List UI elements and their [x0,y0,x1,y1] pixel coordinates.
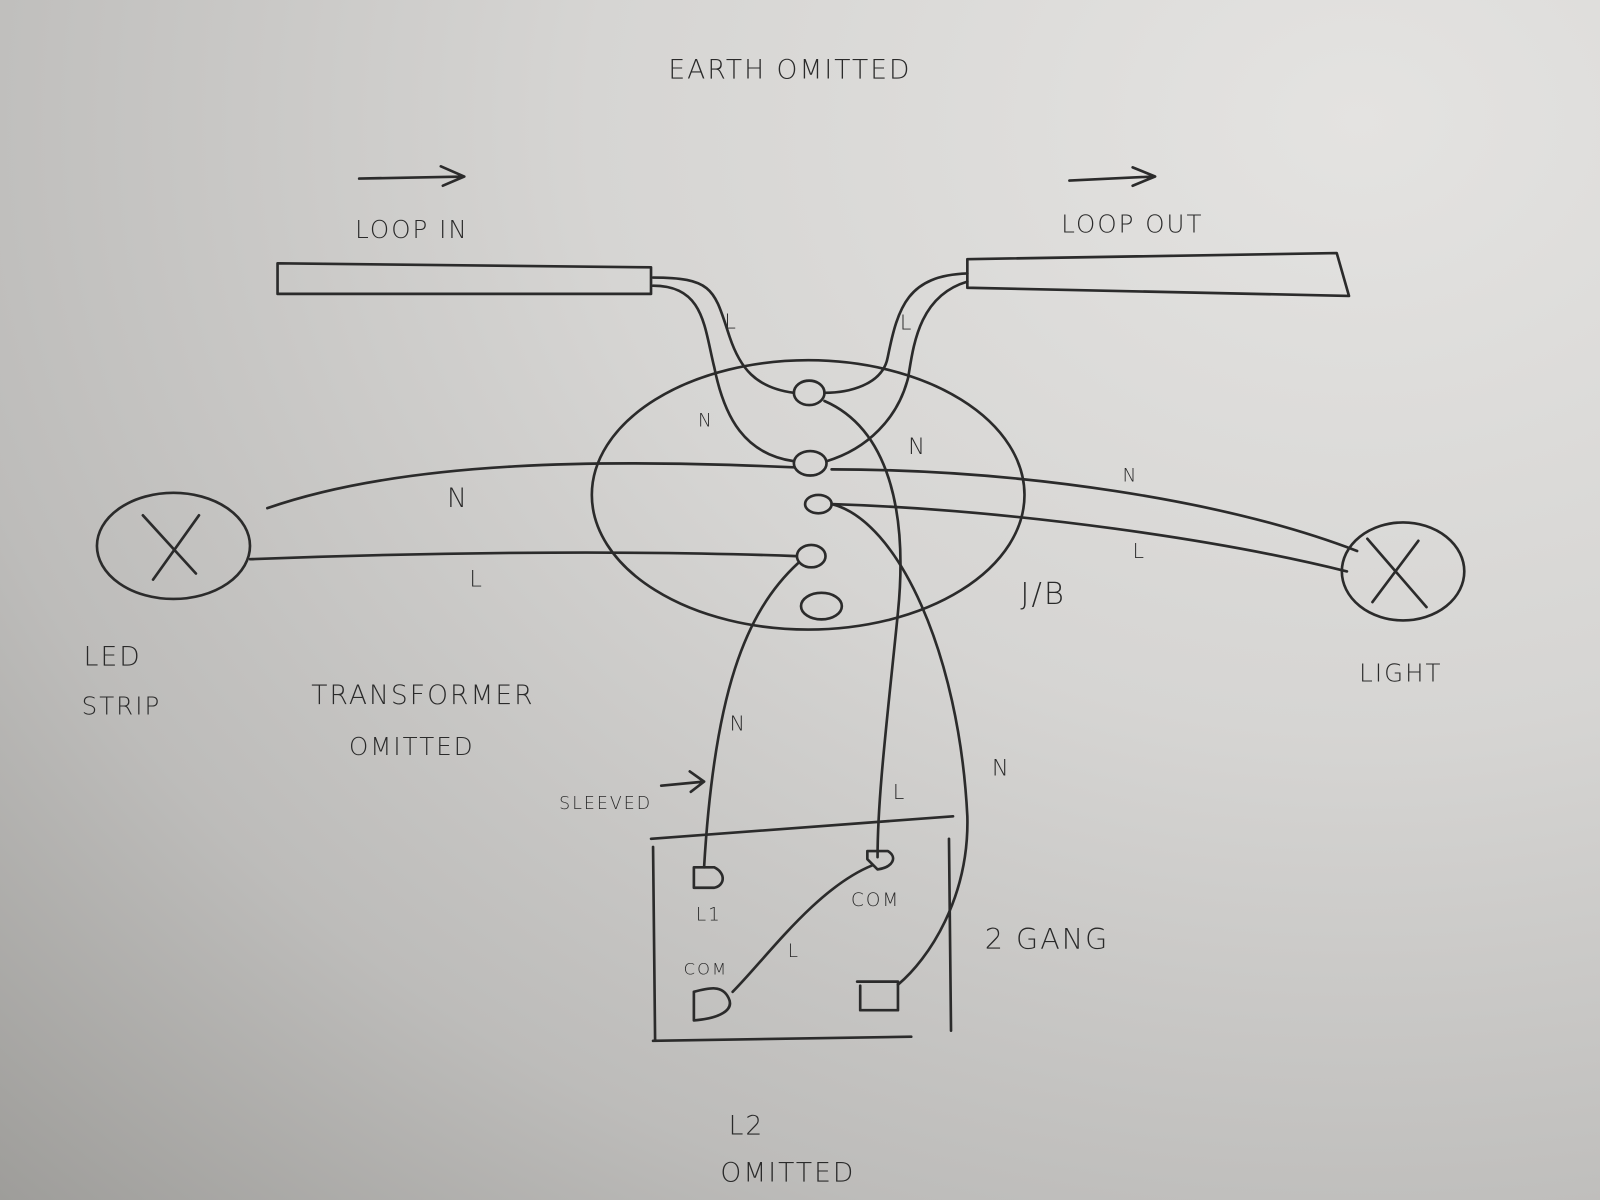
wire-label: N [730,712,747,736]
led-label: LED [84,641,142,672]
wire-label: L [893,780,906,804]
loop-out-arrow [1068,166,1157,188]
loop-in-label: LOOP IN [355,215,469,244]
loop-out-label: LOOP OUT [1061,210,1203,239]
strip-label: STRIP [82,691,162,720]
transformer-omitted-label: OMITTED [349,732,475,761]
light-label: LIGHT [1359,659,1442,688]
wire-label: N [1122,466,1138,487]
led-strip-symbol [95,491,252,601]
terminal-l1-label: L1 [696,904,722,925]
loop-in-cable [276,261,653,296]
loop-out-cable [966,251,1351,298]
wire-label: L [724,310,737,334]
wire-label: N [992,756,1011,782]
terminal-block [792,379,844,621]
terminal-com-top-label: COM [851,890,900,911]
light-symbol [1340,521,1466,622]
junction-box [590,358,1026,631]
loop-in-arrow [357,165,466,188]
l2-label: L2 [729,1111,765,1142]
sleeved-label: SLEEVED [559,794,652,814]
wire-label: N [908,434,927,460]
wire-label: N [447,483,469,514]
sleeved-arrow [659,770,706,794]
two-gang-label: 2 GANG [985,922,1110,956]
wire-label: L [1133,539,1146,563]
wire-label: L [900,311,913,335]
junction-box-label: J/B [1020,577,1066,612]
earth-omitted-note: EARTH OMITTED [668,55,911,86]
switch-link-label: L [788,941,800,962]
transformer-label: TRANSFORMER [311,680,534,711]
wire-label: L [469,567,484,593]
two-gang-switch [649,815,955,1043]
l2-omitted-label: OMITTED [720,1158,855,1189]
wire-label: N [698,411,714,432]
terminal-com-bottom-label: COM [684,959,728,978]
